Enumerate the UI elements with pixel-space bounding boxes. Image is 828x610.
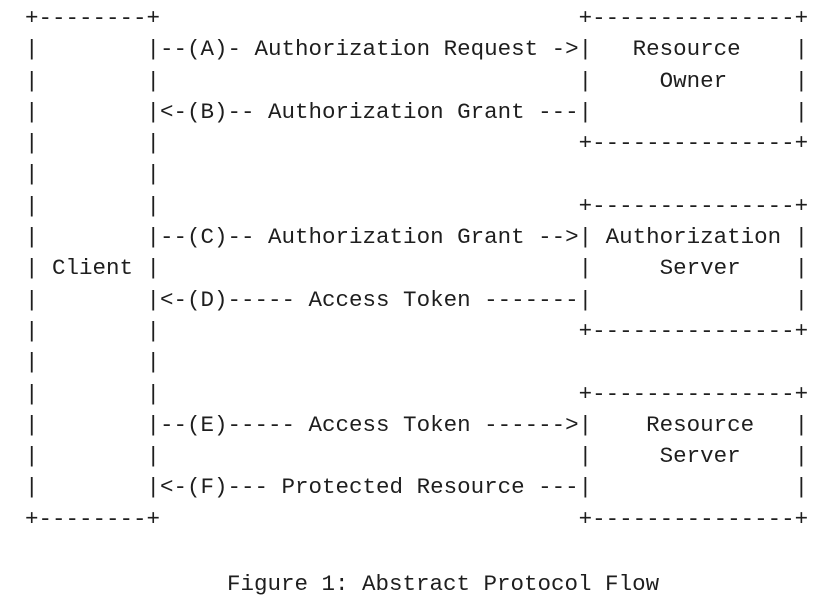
figure-caption: Figure 1: Abstract Protocol Flow (227, 571, 660, 597)
ascii-diagram: +--------+ +---------------+ | |--(A)- A… (25, 5, 809, 532)
